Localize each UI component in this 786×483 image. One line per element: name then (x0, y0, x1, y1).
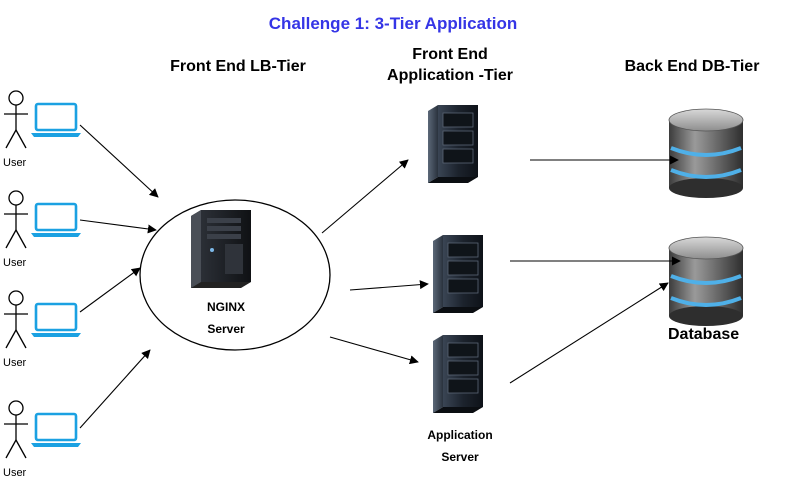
user-label-4: User (3, 467, 27, 479)
rack-server-icon (433, 335, 483, 413)
header-app-tier: Front End Application -Tier (360, 44, 540, 86)
nginx-label-line1: NGINX (206, 300, 245, 314)
app-label-line1: Application (427, 428, 493, 442)
laptop-icon (31, 102, 81, 137)
user-label-3: User (3, 357, 27, 369)
laptop-icon (31, 302, 81, 337)
stick-figure-icon (4, 190, 28, 249)
arrow-lb-to-app1 (321, 159, 409, 234)
stick-figure-icon (4, 90, 28, 149)
user-group-2 (4, 190, 81, 249)
nginx-label-line2: Server (207, 322, 245, 336)
database-cylinder-icon (668, 236, 744, 326)
rack-server-icon (433, 235, 483, 313)
header-app-tier-line2: Application -Tier (387, 67, 513, 84)
arrow-user2-to-lb (79, 219, 157, 234)
database-label: Database (668, 326, 740, 343)
diagram-title: Challenge 1: 3-Tier Application (268, 14, 518, 33)
user-label-2: User (3, 257, 27, 269)
nginx-server-label: NGINX Server (176, 296, 276, 340)
stick-figure-icon (4, 290, 28, 349)
database-cylinder-icon (668, 108, 744, 198)
laptop-icon (31, 412, 81, 447)
stick-figure-icon (4, 400, 28, 459)
arrow-user1-to-lb (79, 124, 159, 198)
user-group-3 (4, 290, 81, 349)
application-server-label: Application Server (410, 424, 510, 468)
arrow-user3-to-lb (79, 267, 141, 313)
header-lb-tier: Front End LB-Tier (170, 58, 306, 75)
arrow-app3-to-db2 (509, 282, 669, 384)
laptop-icon (31, 202, 81, 237)
user-label-1: User (3, 157, 27, 169)
arrow-user4-to-lb (79, 349, 151, 429)
tower-server-icon (191, 210, 251, 288)
user-group-4 (4, 400, 81, 459)
arrow-lb-to-app3 (329, 336, 419, 365)
arrow-lb-to-app2 (349, 280, 429, 291)
app-label-line2: Server (441, 450, 479, 464)
header-app-tier-line1: Front End (412, 46, 488, 63)
user-group-1 (4, 90, 81, 149)
header-db-tier: Back End DB-Tier (624, 58, 760, 75)
rack-server-icon (428, 105, 478, 183)
